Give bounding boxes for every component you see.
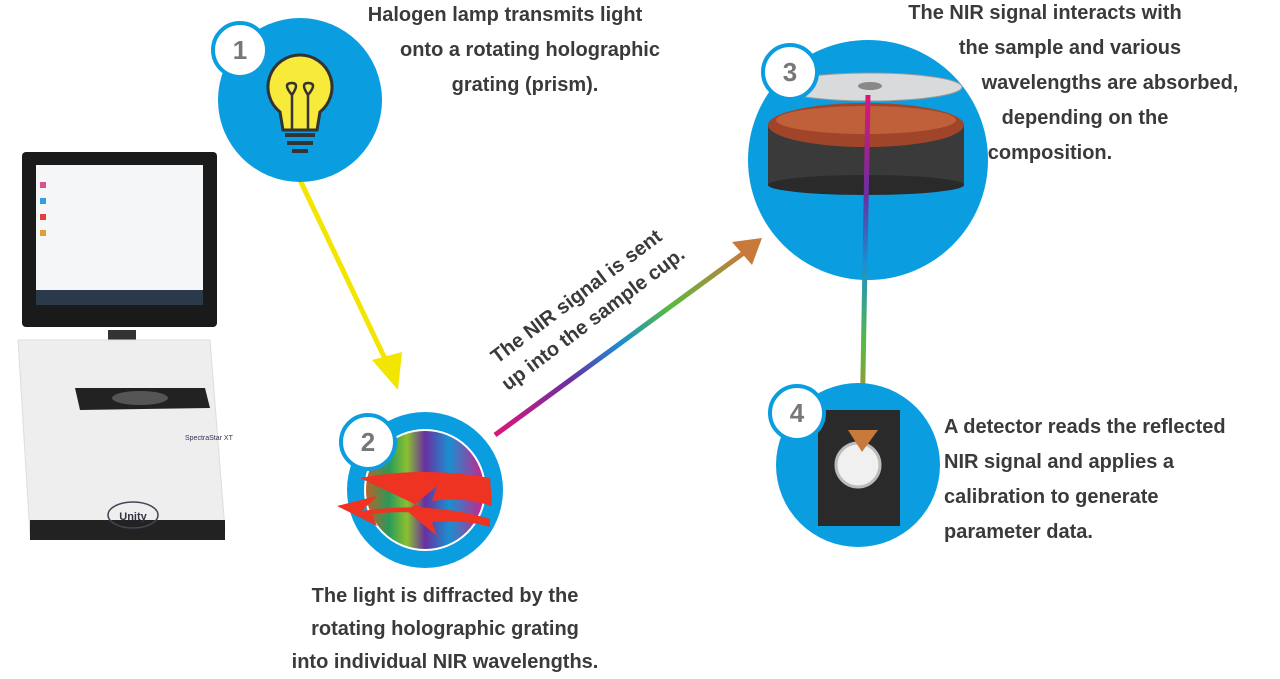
step-1-badge [211, 21, 269, 79]
step-3-line: The NIR signal interacts with [908, 2, 1182, 24]
step-2-line: The light is diffracted by the [311, 585, 579, 607]
step-4-text: A detector reads the reflected NIR signa… [944, 410, 1280, 550]
rotation-arrow-icon [337, 472, 492, 536]
step-3-line: wavelengths are absorbed, [981, 72, 1239, 94]
step-2-line: rotating holographic grating [311, 618, 579, 640]
step-2-badge [339, 413, 397, 471]
step-2-text: The light is diffracted by the rotating … [260, 580, 630, 679]
step-4-line: NIR signal and applies a [944, 451, 1175, 473]
step-4-line: parameter data. [944, 521, 1093, 543]
device-model-label: SpectraStar XT [185, 435, 234, 442]
step-1-line: onto a rotating holographic [400, 39, 660, 61]
light-arrow [297, 178, 391, 367]
step-3-number: 3 [783, 57, 797, 87]
step-3-line: the sample and various [958, 37, 1182, 59]
step-3-text: The NIR signal interacts with the sample… [900, 0, 1280, 171]
step-4-line: calibration to generate [944, 486, 1159, 508]
step-2-line: into individual NIR wavelengths. [291, 651, 599, 673]
step-1-line: Halogen lamp transmits light [367, 4, 643, 26]
lightbulb-icon [266, 53, 334, 153]
step-4-badge [768, 384, 826, 442]
step-2-number: 2 [361, 427, 375, 457]
step-1-line: grating (prism). [451, 74, 599, 96]
reflected-signal-arrow [859, 94, 871, 431]
step-3-line: composition. [987, 142, 1113, 164]
step-3-badge [761, 43, 819, 101]
step-1-text: Halogen lamp transmits light onto a rota… [330, 0, 680, 103]
device-brand-label: Unity [119, 511, 147, 523]
step-1-number: 1 [233, 35, 247, 65]
step-4-line: A detector reads the reflected [944, 416, 1226, 438]
nir-signal-arrow [493, 249, 747, 438]
nir-analyzer-device: Unity SpectraStar XT [17, 152, 234, 540]
step-3-line: depending on the [1001, 107, 1169, 129]
step-4-number: 4 [790, 398, 805, 428]
